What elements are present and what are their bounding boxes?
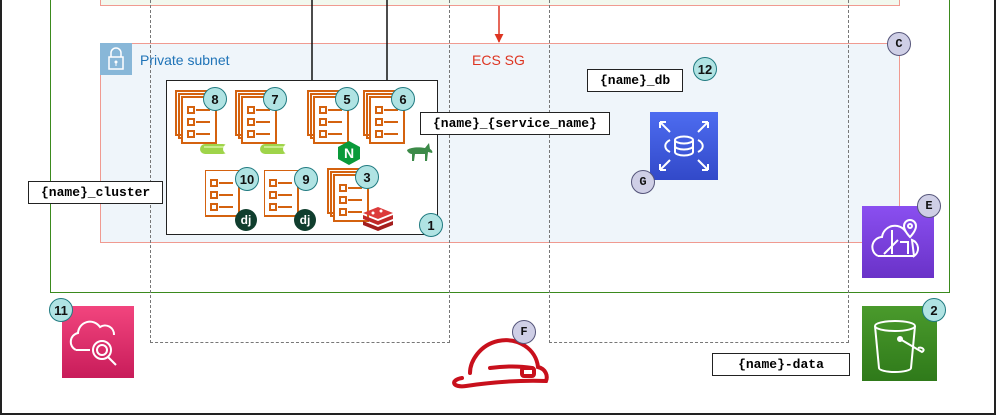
badge-f: F bbox=[512, 320, 536, 344]
badge-12: 12 bbox=[693, 57, 717, 81]
public-subnet bbox=[100, 0, 900, 6]
gunicorn-task bbox=[363, 90, 411, 152]
django-task-10 bbox=[204, 169, 253, 232]
celery-worker-task bbox=[175, 90, 223, 152]
hardhat-icon bbox=[450, 330, 550, 390]
django-icon: dj bbox=[234, 208, 258, 237]
ecs-task-icon bbox=[175, 90, 217, 144]
svg-text:N: N bbox=[344, 145, 354, 161]
s3-bucket-icon bbox=[862, 306, 937, 381]
django-icon: dj bbox=[293, 208, 317, 237]
badge-8: 8 bbox=[203, 87, 227, 111]
badge-g: G bbox=[631, 170, 655, 194]
rds-icon bbox=[650, 112, 718, 180]
security-group-label: ECS SG bbox=[472, 52, 525, 68]
badge-9: 9 bbox=[294, 167, 318, 191]
django-task-9 bbox=[263, 169, 312, 232]
badge-6: 6 bbox=[391, 87, 415, 111]
badge-3: 3 bbox=[355, 165, 379, 189]
gunicorn-icon bbox=[403, 142, 433, 167]
service-name-tag: {name}_{service_name} bbox=[420, 112, 610, 135]
badge-11: 11 bbox=[49, 298, 73, 322]
badge-e: E bbox=[917, 194, 941, 218]
availability-zone-1 bbox=[150, 0, 450, 343]
redis-icon bbox=[361, 205, 395, 238]
badge-2: 2 bbox=[922, 298, 946, 322]
badge-5: 5 bbox=[335, 87, 359, 111]
badge-7: 7 bbox=[263, 87, 287, 111]
lock-icon bbox=[100, 43, 132, 75]
svg-text:dj: dj bbox=[300, 213, 311, 227]
cluster-name-tag: {name}_cluster bbox=[28, 181, 164, 204]
badge-1: 1 bbox=[419, 213, 443, 237]
celery-icon bbox=[200, 142, 233, 161]
celery-icon bbox=[260, 142, 293, 161]
ecs-task-icon bbox=[204, 169, 240, 217]
data-bucket-tag: {name}-data bbox=[712, 353, 850, 376]
availability-zone-2 bbox=[549, 0, 849, 343]
svg-text:dj: dj bbox=[241, 213, 252, 227]
ecs-task-icon bbox=[363, 90, 405, 144]
vpc-boundary bbox=[50, 0, 950, 293]
ecs-task-icon bbox=[263, 169, 299, 217]
private-subnet-label: Private subnet bbox=[140, 52, 230, 68]
cloudwatch-icon bbox=[62, 306, 134, 378]
nginx-icon: N bbox=[337, 140, 361, 171]
location-service-icon bbox=[862, 206, 934, 278]
badge-10: 10 bbox=[235, 167, 259, 191]
db-name-tag: {name}_db bbox=[587, 69, 684, 92]
badge-c: C bbox=[887, 32, 911, 56]
